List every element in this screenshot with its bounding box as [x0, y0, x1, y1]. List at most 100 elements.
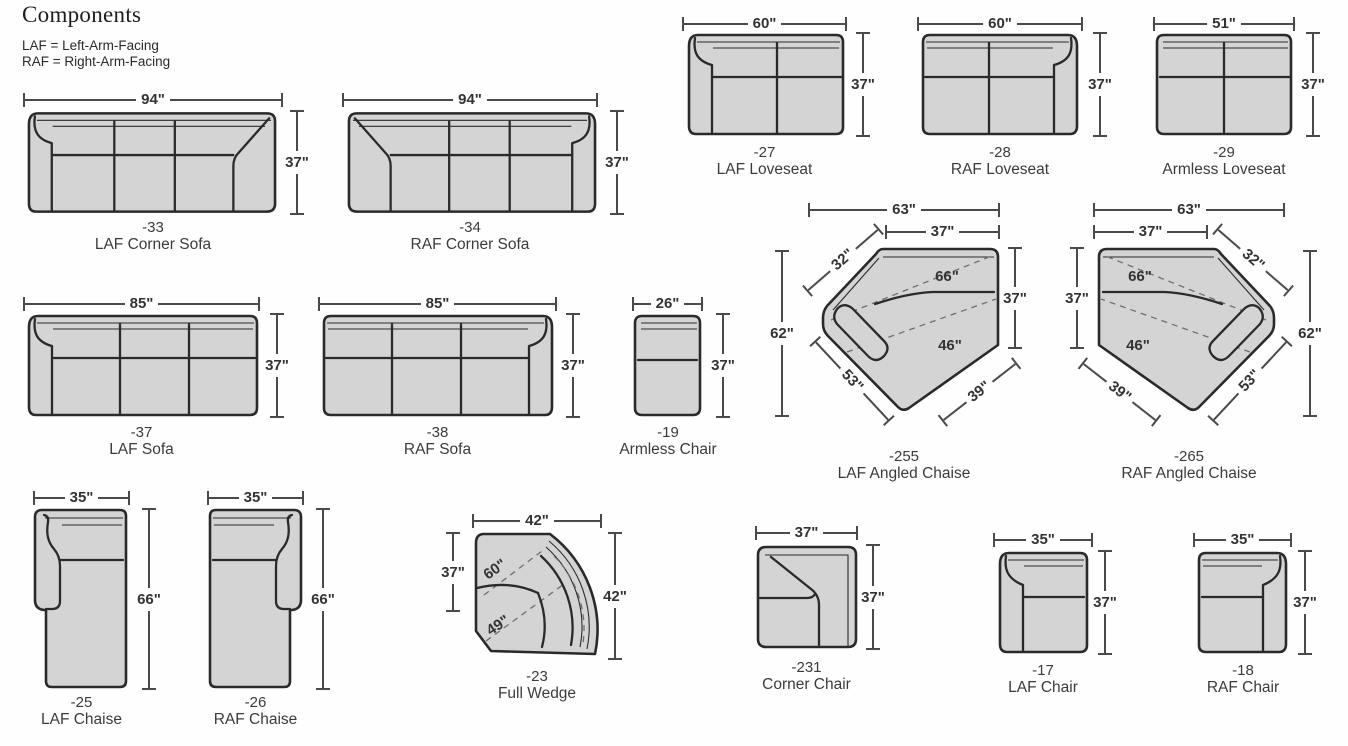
component-name: LAF Sofa: [109, 441, 174, 458]
component-name: RAF Corner Sofa: [410, 236, 530, 253]
component-full-wedge: 42" 37" 42" 60" 49" -23 Full Wedge: [441, 505, 650, 715]
corner-chair-drawing: [756, 545, 858, 649]
depth-dimension: 37": [706, 313, 740, 418]
raf-chair-drawing: [1197, 551, 1288, 654]
width-dimension: 60": [917, 15, 1084, 32]
component-corner-chair: 37" 37" -231 Corner Chair: [748, 524, 908, 715]
inner-seat-dimension: 46": [938, 337, 962, 354]
component-code: -27: [753, 144, 776, 161]
component-laf-chaise: 35" 66" -25 LAF Chaise: [28, 489, 188, 740]
depth-dimension: 37": [280, 110, 314, 215]
component-code: -18: [1232, 662, 1254, 679]
component-raf-corner-sofa: 94" 37" -34 RAF Corner Sofa: [342, 88, 652, 268]
component-laf-angled-chaise: 63" 37" 62" 37" 32" 66" 46" 53" 39" -255…: [770, 200, 1065, 490]
component-code: -34: [459, 219, 481, 236]
component-code: -19: [657, 424, 679, 441]
raf-loveseat-drawing: [921, 33, 1079, 136]
component-code: -29: [1213, 144, 1235, 161]
component-name: RAF Sofa: [403, 441, 472, 458]
component-code: -23: [526, 668, 548, 685]
component-name: Corner Chair: [762, 676, 851, 693]
armless-loveseat-drawing: [1155, 33, 1293, 136]
side-depth-dimension: 37": [998, 247, 1032, 349]
component-armless-chair: 26" 37" -19 Armless Chair: [619, 292, 758, 472]
component-raf-loveseat: 60" 37" -28 RAF Loveseat: [915, 8, 1125, 183]
inner-back-dimension: 66": [1128, 268, 1152, 285]
overall-width-dimension: 63": [808, 201, 1001, 218]
legend: LAF = Left-Arm-Facing RAF = Right-Arm-Fa…: [22, 38, 170, 70]
component-name: Armless Loveseat: [1162, 161, 1286, 178]
overall-depth-dimension: 62": [1293, 250, 1327, 417]
depth-dimension: 66": [306, 508, 340, 690]
component-name: RAF Loveseat: [950, 161, 1050, 178]
left-depth-dimension: 37": [436, 532, 470, 612]
component-laf-sofa: 85" 37" -37 LAF Sofa: [20, 292, 310, 472]
raf-chaise-drawing: [208, 508, 303, 689]
component-name: RAF Chair: [1206, 679, 1280, 696]
width-dimension: 60": [682, 15, 848, 32]
component-name: Armless Chair: [619, 441, 717, 458]
depth-dimension: 66": [132, 508, 166, 690]
component-name: LAF Loveseat: [716, 161, 813, 178]
component-name: LAF Chair: [1008, 679, 1078, 696]
component-code: -37: [130, 424, 153, 441]
component-laf-loveseat: 60" 37" -27 LAF Loveseat: [680, 8, 890, 183]
depth-dimension: 37": [856, 544, 890, 650]
component-code: -255: [888, 448, 920, 465]
depth-dimension: 37": [260, 313, 294, 418]
depth-dimension: 37": [1288, 550, 1322, 655]
legend-laf: LAF = Left-Arm-Facing: [22, 38, 159, 53]
component-name: LAF Corner Sofa: [94, 236, 212, 253]
component-raf-angled-chaise: 63" 37" 37" 62" 32" 66" 46" 53" 39" -265…: [1060, 200, 1348, 490]
depth-dimension: 37": [1083, 32, 1117, 137]
depth-dimension: 37": [1088, 550, 1122, 655]
overall-depth-dimension: 62": [765, 250, 799, 417]
armless-chair-drawing: [633, 314, 702, 417]
component-name: Full Wedge: [497, 685, 577, 702]
component-raf-chair: 35" 37" -18 RAF Chair: [1188, 528, 1348, 718]
laf-chair-drawing: [998, 551, 1089, 654]
width-dimension: 35": [33, 489, 131, 506]
side-depth-dimension: 37": [1060, 247, 1094, 349]
depth-dimension: 37": [846, 32, 880, 137]
raf-corner-sofa-drawing: [347, 112, 597, 213]
depth-dimension: 37": [1296, 32, 1330, 137]
laf-corner-sofa-drawing: [27, 112, 277, 213]
component-name: RAF Angled Chaise: [1121, 465, 1257, 482]
back-width-dimension: 37": [885, 223, 1001, 240]
component-code: -26: [244, 694, 267, 711]
component-code: -25: [70, 694, 93, 711]
component-name: RAF Chaise: [213, 711, 298, 728]
component-armless-loveseat: 51" 37" -29 Armless Loveseat: [1150, 8, 1340, 183]
component-code: -38: [426, 424, 449, 441]
width-dimension: 85": [23, 295, 261, 312]
width-dimension: 35": [207, 489, 305, 506]
component-code: -33: [142, 219, 164, 236]
depth-dimension: 37": [556, 313, 590, 418]
width-dimension: 94": [342, 91, 599, 108]
depth-dimension: 37": [600, 110, 634, 215]
component-raf-chaise: 35" 66" -26 RAF Chaise: [202, 489, 362, 740]
component-name: LAF Angled Chaise: [837, 465, 971, 482]
component-code: -28: [989, 144, 1011, 161]
top-width-dimension: 42": [472, 512, 603, 529]
width-dimension: 35": [993, 531, 1094, 548]
legend-raf: RAF = Right-Arm-Facing: [22, 54, 171, 69]
width-dimension: 94": [23, 91, 284, 108]
component-laf-corner-sofa: 94" 37" -33 LAF Corner Sofa: [20, 88, 330, 268]
width-dimension: 26": [632, 295, 704, 312]
component-code: -265: [1173, 448, 1205, 465]
component-code: -231: [791, 659, 822, 676]
right-depth-dimension: 42": [598, 532, 632, 660]
page-title: Components: [22, 2, 142, 27]
width-dimension: 51": [1153, 15, 1296, 32]
back-width-dimension: 37": [1093, 223, 1209, 240]
laf-sofa-drawing: [27, 314, 259, 417]
component-laf-chair: 35" 37" -17 LAF Chair: [988, 528, 1148, 718]
laf-loveseat-drawing: [687, 33, 845, 136]
inner-seat-dimension: 46": [1126, 337, 1150, 354]
laf-angled-chaise-drawing: [821, 247, 1000, 412]
width-dimension: 85": [318, 295, 558, 312]
width-dimension: 35": [1193, 531, 1293, 548]
